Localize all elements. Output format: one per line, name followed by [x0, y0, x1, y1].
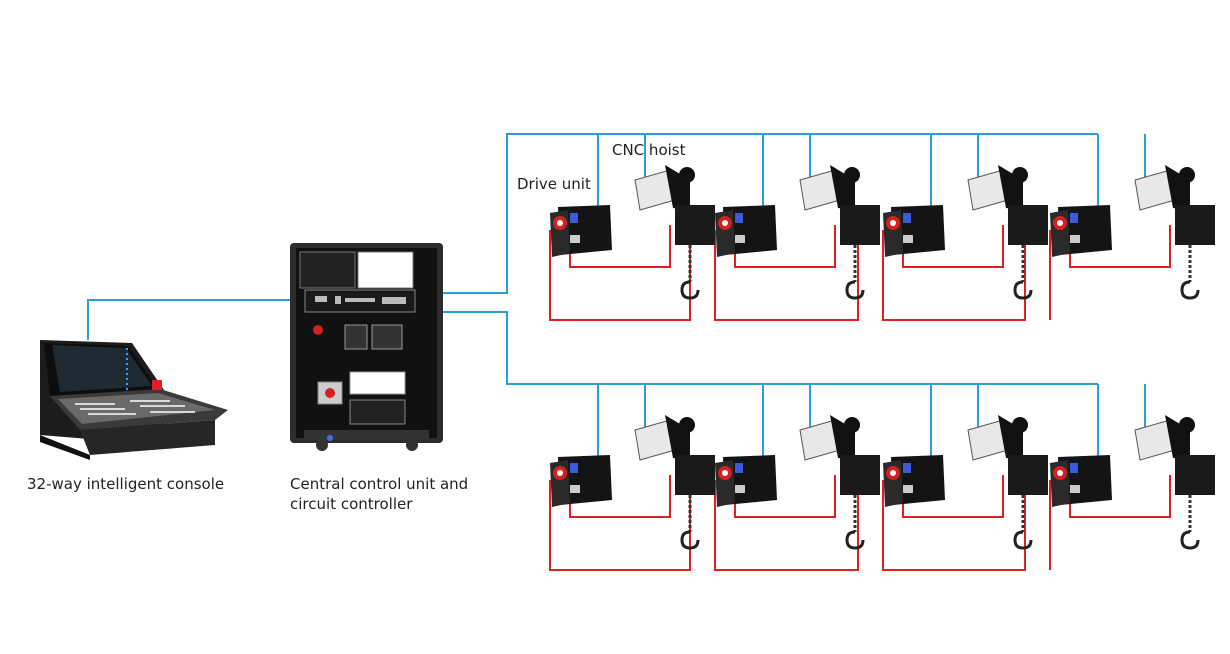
chain-hoist-icon — [967, 415, 1048, 550]
hoist-units — [550, 165, 1215, 550]
chain-hoist-icon — [967, 165, 1048, 300]
console-icon — [40, 340, 228, 460]
chain-hoist-icon — [1134, 415, 1215, 550]
rack-cabinet-icon — [290, 243, 443, 451]
control-cables — [87, 133, 1146, 463]
central-control-label-line2: circuit controller — [290, 495, 413, 513]
bottom-bus-cable — [440, 311, 1098, 385]
chain-hoist-icon — [634, 415, 715, 550]
central-control-label-line1: Central control unit and — [290, 475, 469, 493]
drive-unit-icon — [1050, 455, 1112, 507]
drive-unit-icon — [883, 205, 945, 257]
chain-hoist-icon — [799, 165, 880, 300]
power-cables — [549, 215, 1171, 571]
drive-unit-icon — [883, 455, 945, 507]
drive-unit-label: Drive unit — [517, 175, 591, 193]
drive-unit-icon — [550, 455, 612, 507]
chain-hoist-icon — [1134, 165, 1215, 300]
power-link-cable — [714, 215, 859, 321]
chain-hoist-icon — [634, 165, 715, 300]
drive-unit-icon — [715, 455, 777, 507]
power-link-cable — [882, 215, 1026, 321]
power-link-cable — [882, 465, 1026, 571]
drive-unit-icon — [1050, 205, 1112, 257]
drive-unit-icon — [715, 205, 777, 257]
central-control-label: Central control unit and circuit control… — [290, 474, 490, 514]
power-link-cable — [714, 465, 859, 571]
drive-unit-icon — [550, 205, 612, 257]
chain-hoist-icon — [799, 415, 880, 550]
console-label: 32-way intelligent console — [27, 475, 225, 493]
console-to-cabinet-cable — [87, 299, 310, 340]
cnc-hoist-label: CNC hoist — [612, 141, 686, 159]
top-bus-cable — [440, 133, 1098, 294]
